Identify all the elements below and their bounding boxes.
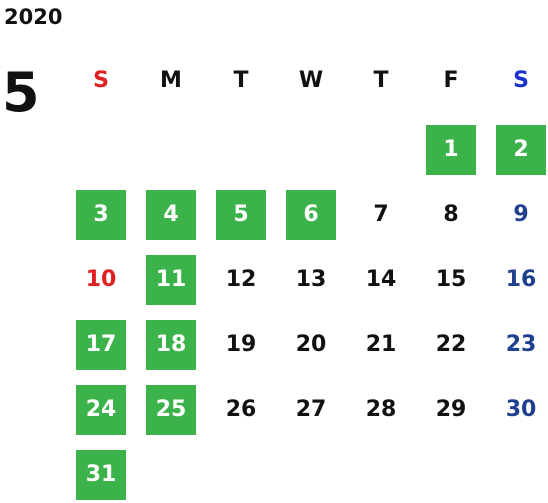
calendar-year: 2020 bbox=[4, 5, 63, 29]
weekday-header-saturday: S bbox=[513, 68, 529, 93]
day-cell: 24 bbox=[76, 385, 126, 435]
day-cell: 8 bbox=[443, 202, 459, 227]
weekday-header-sunday: S bbox=[93, 68, 109, 93]
day-cell: 11 bbox=[146, 255, 196, 305]
weekday-header-tuesday: T bbox=[233, 68, 249, 93]
weekday-header-monday: M bbox=[160, 68, 182, 93]
day-cell: 16 bbox=[505, 267, 537, 292]
day-cell: 9 bbox=[513, 202, 529, 227]
day-cell: 26 bbox=[225, 397, 257, 422]
day-cell: 22 bbox=[435, 332, 467, 357]
day-cell: 7 bbox=[373, 202, 389, 227]
day-cell: 17 bbox=[76, 320, 126, 370]
day-cell: 20 bbox=[295, 332, 327, 357]
day-cell: 25 bbox=[146, 385, 196, 435]
day-cell: 31 bbox=[76, 450, 126, 500]
day-cell: 6 bbox=[286, 190, 336, 240]
day-cell: 10 bbox=[85, 267, 117, 292]
weekday-header-friday: F bbox=[443, 68, 459, 93]
calendar-month: 5 bbox=[2, 61, 40, 124]
day-cell: 28 bbox=[365, 397, 397, 422]
day-cell: 2 bbox=[496, 125, 546, 175]
day-cell: 13 bbox=[295, 267, 327, 292]
day-cell: 5 bbox=[216, 190, 266, 240]
day-cell: 23 bbox=[505, 332, 537, 357]
day-cell: 19 bbox=[225, 332, 257, 357]
day-cell: 4 bbox=[146, 190, 196, 240]
day-cell: 3 bbox=[76, 190, 126, 240]
day-cell: 12 bbox=[225, 267, 257, 292]
day-cell: 30 bbox=[505, 397, 537, 422]
day-cell: 18 bbox=[146, 320, 196, 370]
weekday-header-thursday: T bbox=[373, 68, 389, 93]
day-cell: 27 bbox=[295, 397, 327, 422]
day-cell: 14 bbox=[365, 267, 397, 292]
day-cell: 1 bbox=[426, 125, 476, 175]
day-cell: 29 bbox=[435, 397, 467, 422]
weekday-header-wednesday: W bbox=[298, 68, 324, 93]
day-cell: 15 bbox=[435, 267, 467, 292]
day-cell: 21 bbox=[365, 332, 397, 357]
